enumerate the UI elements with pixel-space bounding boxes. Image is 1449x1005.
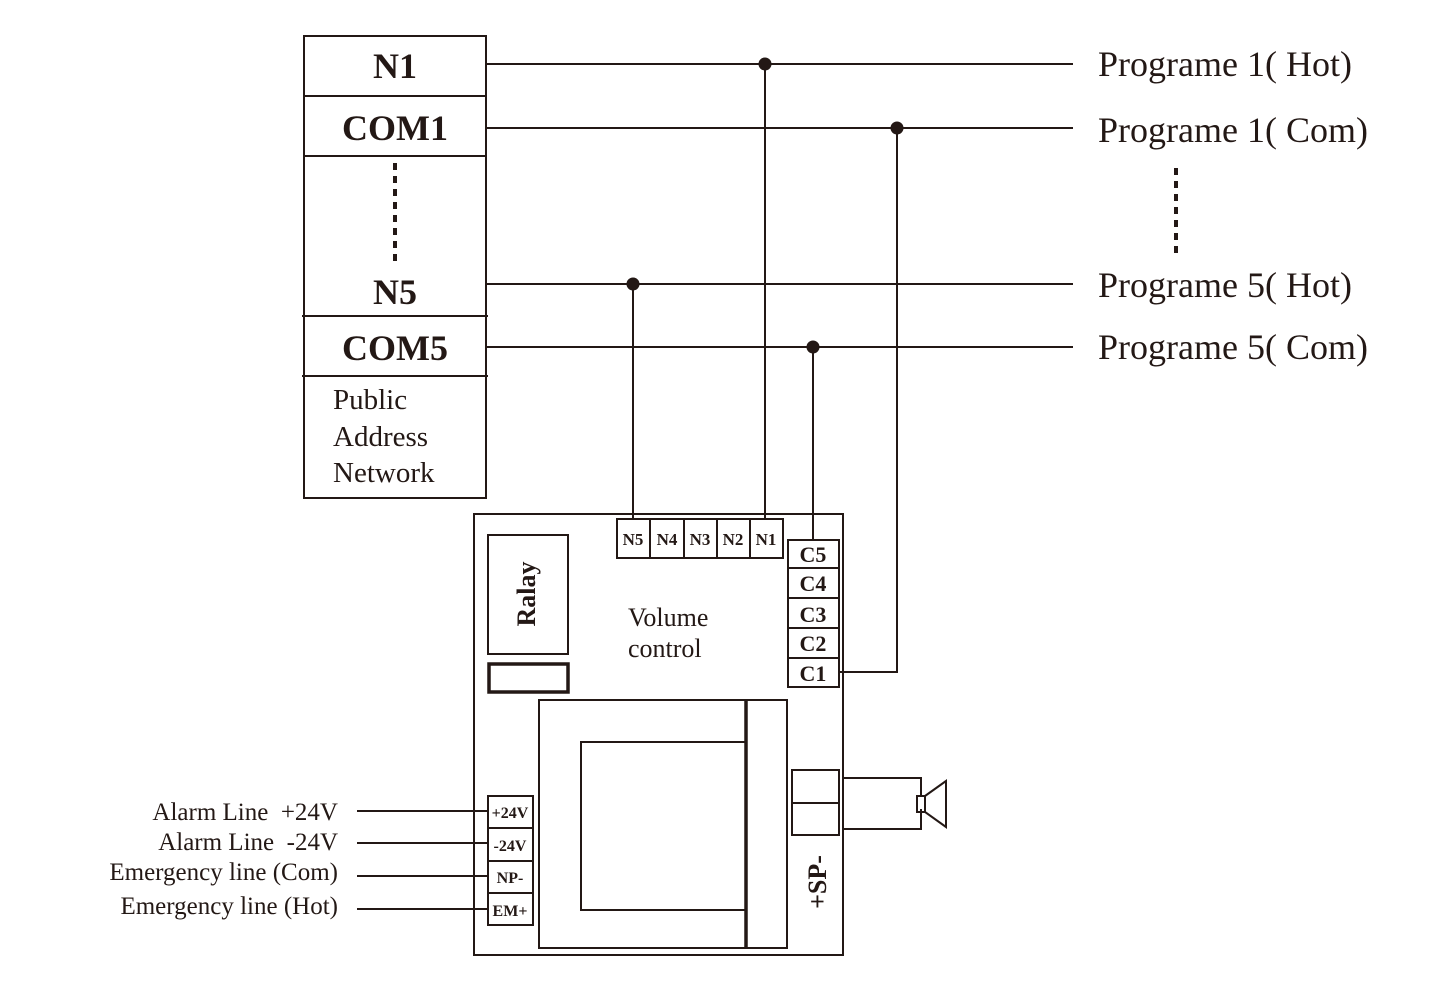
terminal-n4: N4 [657,530,678,549]
network-caption-line2: Address [333,421,428,453]
terminal-n5: N5 [623,530,644,549]
speaker-wire-top [843,777,922,797]
terminal-np-minus: NP- [497,870,524,887]
junctions [626,57,904,354]
network-panel: N1 COM1 N5 COM5 Public Address Network [302,35,488,499]
network-caption-line1: Public [333,384,407,416]
terminal-c2: C2 [800,631,827,656]
power-terminal-strip: +24V -24V NP- EM+ [487,795,534,926]
program-labels: Programe 1( Hot) Programe 1( Com) Progra… [1098,44,1368,367]
volume-label-line1: Volume [628,603,708,632]
transformer [538,699,788,949]
terminal-c3: C3 [800,602,827,627]
transformer-inner [580,741,747,911]
junction-dot [890,121,904,135]
bus-lines [486,63,1073,348]
network-panel-frame [303,35,487,499]
relay-indicator [487,662,570,694]
n-terminal-strip: N5 N4 N3 N2 N1 [616,518,784,559]
input-label-emergency-com: Emergency line (Com) [109,859,338,886]
network-row-com5: COM5 [342,328,448,368]
junction-dot [806,340,820,354]
input-label-emergency-hot: Emergency line (Hot) [120,893,338,920]
volume-label-line2: control [628,634,702,663]
network-caption-line3: Network [333,457,435,489]
network-row-com1: COM1 [342,108,448,148]
speaker-icon [924,779,947,829]
speaker-wire-bottom [843,809,922,830]
junction-dot [758,57,772,71]
input-label-alarm-plus: Alarm Line +24V [152,799,338,826]
input-lines: Alarm Line +24V Alarm Line -24V Emergenc… [109,799,488,920]
volume-control-module: N5 N4 N3 N2 N1 C5 C4 C3 C2 C1 Ralay Volu… [473,513,844,956]
program-label-1-com: Programe 1( Com) [1098,110,1368,150]
wire-c1 [839,128,898,673]
network-row-n5: N5 [373,272,417,312]
relay-box [487,534,569,655]
network-row-n1: N1 [373,46,417,86]
transformer-outer [538,699,788,949]
terminal-plus-24v: +24V [492,805,529,822]
program-label-1-hot: Programe 1( Hot) [1098,44,1352,84]
terminal-c5: C5 [800,542,827,567]
drop-wires [632,64,898,673]
terminal-n2: N2 [723,530,744,549]
c-terminal-frame [787,539,840,688]
input-label-alarm-minus: Alarm Line -24V [158,829,338,856]
junction-dot [626,277,640,291]
c-terminal-strip: C5 C4 C3 C2 C1 [787,539,840,688]
speaker [843,777,947,830]
program-label-5-hot: Programe 5( Hot) [1098,265,1352,305]
terminal-n3: N3 [690,530,711,549]
terminal-em-plus: EM+ [493,903,528,920]
speaker-terminal-label: +SP- [803,855,832,909]
terminal-c1: C1 [800,661,827,686]
terminal-n1: N1 [756,530,777,549]
terminal-c4: C4 [800,571,827,596]
module-frame [473,513,844,956]
n-terminal-frame [616,518,784,559]
program-label-5-com: Programe 5( Com) [1098,327,1368,367]
relay-label: Ralay [512,562,541,627]
terminal-minus-24v: -24V [494,838,527,855]
